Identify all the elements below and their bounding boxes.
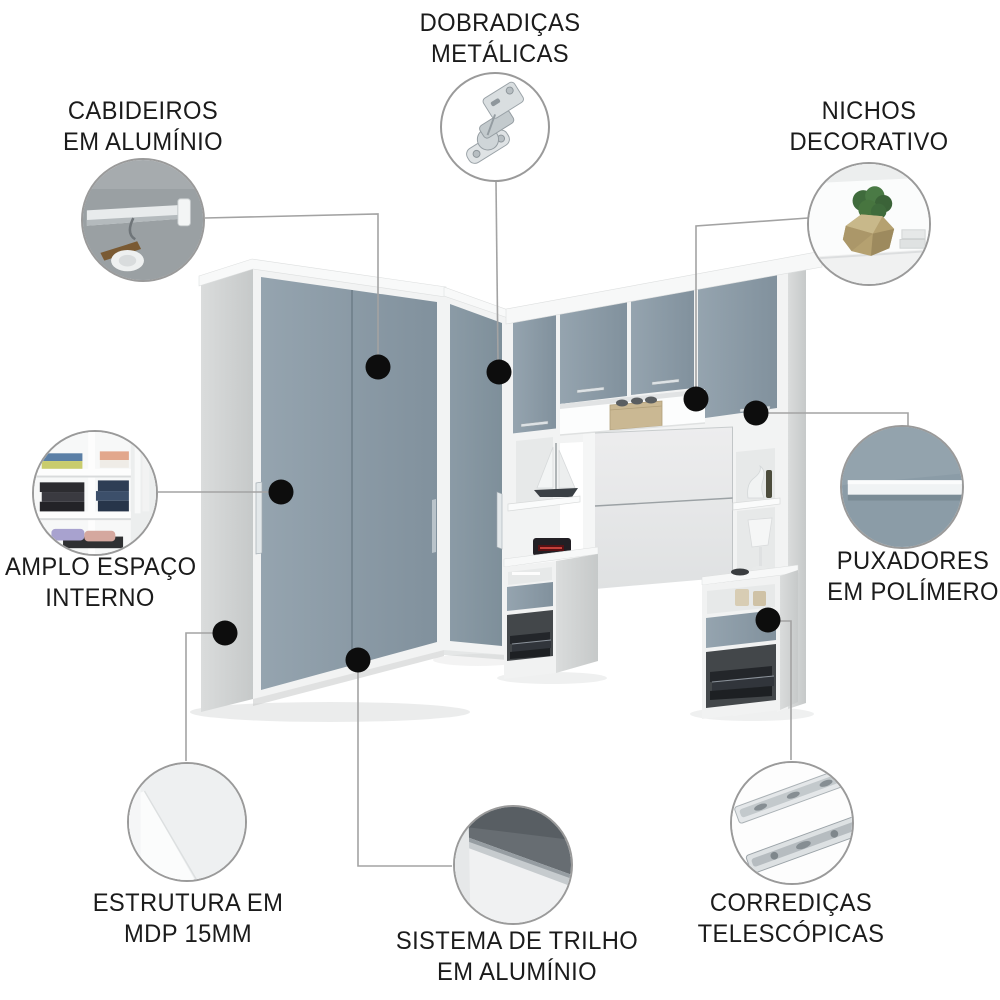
nightstand-left [503, 546, 599, 679]
sailboat-decor [534, 443, 578, 497]
corner-unit [443, 286, 509, 660]
corner-shelf-right [732, 497, 781, 511]
dot-cabideiros [365, 354, 391, 380]
aluminum-rail-icon [455, 807, 571, 923]
corner-door-handle [496, 491, 503, 550]
sliding-door-handle-left [255, 481, 263, 555]
connector-dobradicas [495, 181, 499, 362]
label-puxadores-line1: PUXADORES [836, 547, 990, 575]
callout-circle-puxadores [840, 425, 964, 549]
corner-shelf-left [507, 495, 581, 512]
dot-amplo [268, 479, 294, 505]
nightstand-left-drawer [507, 582, 553, 611]
hanging-rod-icon [83, 160, 203, 280]
figurine-decor [747, 465, 772, 499]
dot-estrutura [212, 620, 238, 646]
label-puxadores-line2: EM POLÍMERO [827, 577, 999, 606]
callout-circle-trilho [453, 805, 573, 925]
label-dobradicas-line2: METÁLICAS [430, 39, 570, 68]
left-side-panel [201, 266, 253, 712]
label-nichos-line1: NICHOS [821, 97, 917, 125]
bridge-top-slab [505, 250, 823, 325]
label-corredicas-line1: CORREDIÇAS [709, 889, 873, 917]
label-cabideiros: CABIDEIROS EM ALUMÍNIO [10, 96, 276, 157]
callout-circle-amplo [32, 430, 158, 556]
folded-clothes [39, 451, 129, 549]
books-right [710, 666, 775, 700]
dot-dobradicas [486, 359, 512, 385]
label-amplo-line1: AMPLO ESPAÇO [5, 553, 197, 581]
connector-nichos [695, 217, 809, 388]
label-estrutura: ESTRUTURA EM MDP 15MM [84, 888, 293, 949]
right-column [701, 410, 799, 719]
corner-door [450, 304, 502, 646]
connector-puxadores [768, 412, 909, 427]
label-corredicas: CORREDIÇAS TELESCÓPICAS [682, 888, 901, 949]
plant [852, 186, 893, 220]
label-dobradicas-line1: DOBRADIÇAS [419, 9, 581, 37]
label-nichos-line2: DECORATIVO [789, 127, 949, 156]
sliding-doors [261, 277, 437, 690]
callout-circle-corredicas [730, 761, 854, 885]
sunglasses-decor [731, 568, 749, 576]
label-amplo-line2: INTERNO [45, 583, 155, 612]
telescopic-slide-icon [732, 763, 852, 883]
sliding-door-handle-right [432, 499, 436, 553]
label-dobradicas: DOBRADIÇAS METÁLICAS [339, 8, 662, 69]
dot-puxadores [743, 400, 769, 426]
label-estrutura-line2: MDP 15MM [124, 919, 252, 948]
hinge-icon [466, 81, 524, 164]
mdp-panel-icon [129, 764, 245, 880]
callout-circle-cabideiros [81, 158, 205, 282]
decor-stones [616, 396, 657, 407]
right-column-opening-top [736, 448, 775, 504]
label-trilho-line1: SISTEMA DE TRILHO [395, 927, 639, 955]
dot-trilho [345, 647, 371, 673]
label-corredicas-line2: TELESCÓPICAS [697, 919, 885, 948]
label-cabideiros-line2: EM ALUMÍNIO [63, 127, 223, 156]
left-column [503, 428, 599, 679]
decorative-niche-icon [809, 164, 929, 284]
cabinet-handle-2 [576, 386, 605, 394]
cabinet-door-4 [698, 272, 777, 419]
left-plinth-shadow [253, 650, 444, 706]
nightstand-left-shelf [508, 567, 552, 585]
connector-cabideiros [204, 213, 379, 356]
callout-circle-dobradicas [440, 72, 550, 182]
cabinet-door-2 [560, 301, 627, 404]
callout-circle-estrutura [127, 762, 247, 882]
connector-trilho [357, 672, 452, 867]
cabinet-handle-3 [651, 378, 680, 386]
cabinet-handle-1 [520, 420, 549, 428]
overhead-bridge [505, 250, 823, 712]
label-estrutura-line1: ESTRUTURA EM [92, 889, 284, 917]
connector-estrutura [185, 632, 214, 761]
gold-vase [842, 214, 895, 256]
left-wardrobe [198, 258, 447, 712]
books-left [510, 632, 552, 659]
door-handle-icon [842, 427, 962, 547]
internal-shelves-icon [34, 432, 156, 554]
label-nichos: NICHOS DECORATIVO [736, 96, 1000, 157]
label-trilho-line2: EM ALUMÍNIO [437, 957, 597, 986]
label-puxadores: PUXADORES EM POLÍMERO [809, 546, 1000, 607]
cabinet-door-1 [513, 314, 556, 434]
callout-circle-nichos [807, 162, 931, 286]
label-cabideiros-line1: CABIDEIROS [67, 97, 219, 125]
corner-plinth-shadow [444, 650, 508, 660]
dot-corredicas [755, 607, 781, 633]
label-amplo: AMPLO ESPAÇO INTERNO [5, 552, 197, 613]
storage-jars [735, 589, 766, 606]
label-trilho: SISTEMA DE TRILHO EM ALUMÍNIO [384, 926, 650, 987]
table-lamp [737, 507, 775, 574]
cabinet-door-3 [631, 289, 694, 395]
open-niche [559, 389, 706, 436]
connector-corredicas [779, 620, 792, 760]
dot-nichos [683, 386, 709, 412]
